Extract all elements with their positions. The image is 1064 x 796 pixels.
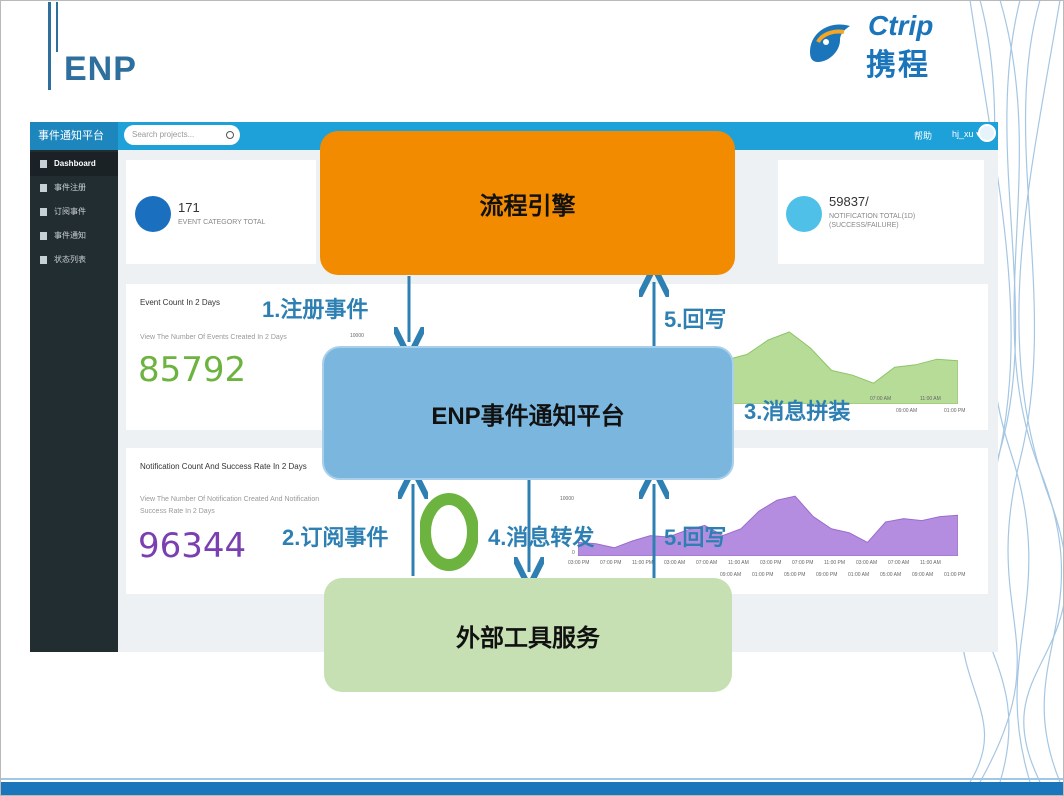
stat-card-notifications: 59837/ NOTIFICATION TOTAL(1D) (SUCCESS/F… xyxy=(778,160,984,264)
notification-area-chart xyxy=(578,495,958,556)
label-writeback-top: 5.回写 xyxy=(664,307,727,332)
x-tick: 01:00 PM xyxy=(944,572,966,578)
title-accent-bar xyxy=(48,2,51,90)
x-tick: 07:00 AM xyxy=(888,560,910,566)
sidebar: Dashboard 事件注册 订阅事件 事件通知 状态列表 xyxy=(30,150,118,652)
x-tick: 01:00 PM xyxy=(752,572,774,578)
label-message-assemble: 3.消息拼装 xyxy=(744,399,851,424)
card-title: Notification Count And Success Rate In 2… xyxy=(140,462,307,471)
area-series xyxy=(578,495,958,556)
x-tick: 03:00 AM xyxy=(856,560,878,566)
process-engine-box: 流程引擎 xyxy=(320,131,735,275)
x-tick: 03:00 AM xyxy=(664,560,686,566)
x-tick: 11:00 AM xyxy=(728,560,749,566)
footer-line xyxy=(0,778,1064,780)
x-tick: 07:00 PM xyxy=(792,560,814,566)
logo-wordmark-latin: Ctrip xyxy=(868,10,934,41)
enp-platform-box: ENP事件通知平台 xyxy=(322,346,734,480)
x-tick: 05:00 PM xyxy=(784,572,806,578)
sidebar-item-notify[interactable]: 事件通知 xyxy=(30,224,118,248)
card-title: Event Count In 2 Days xyxy=(140,298,221,307)
x-tick: 03:00 PM xyxy=(568,560,590,566)
bullhorn-icon xyxy=(40,232,47,240)
x-tick: 03:00 PM xyxy=(760,560,782,566)
event-total: 85792 xyxy=(138,350,247,390)
x-tick: 09:00 AM xyxy=(912,572,934,578)
y-axis-max-label: 10000 xyxy=(560,496,574,502)
label-writeback-bottom: 5.回写 xyxy=(664,525,727,550)
sidebar-item-dashboard[interactable]: Dashboard xyxy=(30,152,118,176)
sidebar-item-status[interactable]: 状态列表 xyxy=(30,248,118,272)
label-register-event: 1.注册事件 xyxy=(262,297,369,322)
gears-icon xyxy=(40,184,47,192)
search-input[interactable]: Search projects... xyxy=(124,125,240,145)
x-tick: 07:00 AM xyxy=(870,396,892,402)
stat-label: EVENT CATEGORY TOTAL xyxy=(178,219,266,226)
sidebar-item-subscribe[interactable]: 订阅事件 xyxy=(30,200,118,224)
list-icon xyxy=(135,196,171,232)
y-axis-max-label: 10000 xyxy=(350,333,364,339)
x-tick: 09:00 PM xyxy=(816,572,838,578)
notification-total: 96344 xyxy=(138,526,247,566)
stat-value: 171 xyxy=(178,200,200,215)
x-tick: 01:00 PM xyxy=(944,408,966,414)
comment-icon xyxy=(786,196,822,232)
stat-value: 59837/ xyxy=(829,194,869,209)
card-subtitle: View The Number Of Notification Created … xyxy=(140,496,320,515)
x-tick: 07:00 AM xyxy=(696,560,718,566)
y-axis-min-label: 0 xyxy=(572,550,575,556)
area-series xyxy=(726,331,958,404)
sidebar-item-register[interactable]: 事件注册 xyxy=(30,176,118,200)
bookmark-icon xyxy=(40,208,47,216)
logo-wordmark-cjk: 携程 xyxy=(866,49,930,82)
slide-title: ENP xyxy=(64,50,137,88)
dolphin-logo-icon xyxy=(810,24,850,62)
card-subtitle: View The Number Of Events Created In 2 D… xyxy=(140,334,287,341)
x-tick: 11:00 AM xyxy=(920,396,941,402)
footer-band xyxy=(0,782,1064,796)
bar-chart-icon xyxy=(40,160,47,168)
bar-chart-icon xyxy=(40,256,47,264)
stat-card-events: 171 EVENT CATEGORY TOTAL xyxy=(126,160,316,264)
search-icon[interactable] xyxy=(226,131,234,139)
x-tick: 11:00 PM xyxy=(632,560,654,566)
x-tick: 11:00 AM xyxy=(920,560,941,566)
stat-label: NOTIFICATION TOTAL(1D) (SUCCESS/FAILURE) xyxy=(829,213,916,229)
x-tick: 05:00 AM xyxy=(880,572,902,578)
brand-title[interactable]: 事件通知平台 xyxy=(30,122,118,150)
event-area-chart xyxy=(726,331,958,404)
x-tick: 09:00 AM xyxy=(896,408,918,414)
x-tick: 09:00 AM xyxy=(720,572,742,578)
x-tick: 01:00 AM xyxy=(848,572,870,578)
x-tick: 11:00 PM xyxy=(824,560,846,566)
avatar[interactable] xyxy=(978,124,996,142)
x-tick: 07:00 PM xyxy=(600,560,622,566)
user-menu[interactable]: hj_xu ▾ xyxy=(952,129,981,139)
success-rate-donut-chart xyxy=(420,493,478,571)
label-message-forward: 4.消息转发 xyxy=(488,525,595,550)
help-link[interactable]: 帮助 xyxy=(914,131,933,141)
external-tools-box: 外部工具服务 xyxy=(324,578,732,692)
title-accent-bar-thin xyxy=(56,2,58,52)
label-subscribe-event: 2.订阅事件 xyxy=(282,525,389,550)
